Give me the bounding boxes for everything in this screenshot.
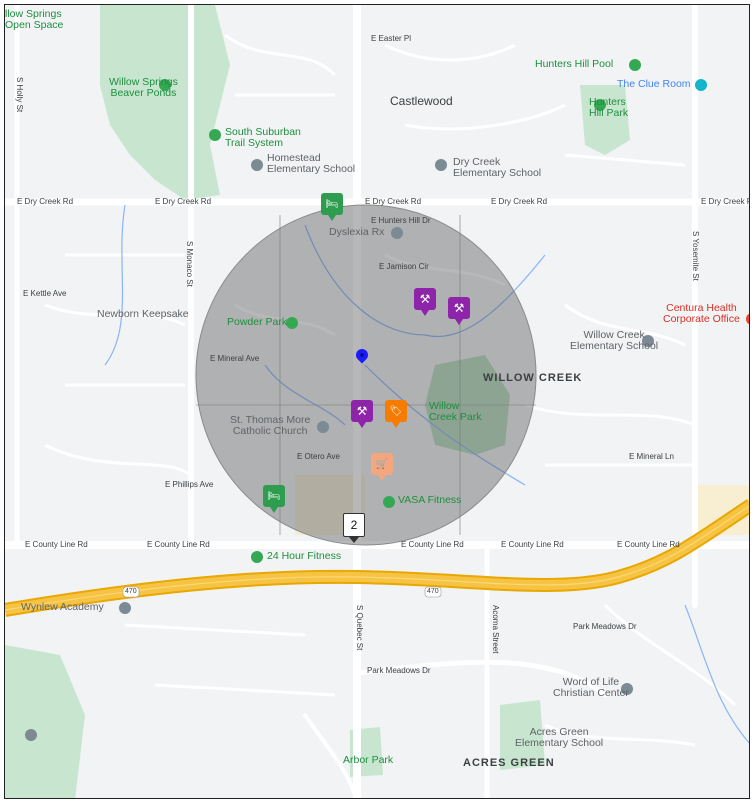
label-homestead-school: Homestead Elementary School bbox=[267, 152, 356, 175]
label-newborn-keepsake: Newborn Keepsake bbox=[97, 308, 189, 320]
label-hunters-hill-pool: Hunters Hill Pool bbox=[535, 58, 614, 70]
label-arbor-park: Arbor Park bbox=[343, 754, 394, 766]
park-open-space-sw bbox=[5, 645, 85, 798]
bed-icon: 🛏 bbox=[267, 490, 281, 502]
road-county-line-w: E County Line Rd bbox=[25, 540, 88, 549]
label-willow-springs: Willow Springs Beaver Ponds bbox=[109, 76, 178, 99]
label-st-thomas-more: St. Thomas More Catholic Church bbox=[230, 414, 311, 437]
lodging-marker-south[interactable]: 🛏 bbox=[263, 485, 285, 513]
label-open-space: llow Springs Open Space bbox=[5, 8, 64, 31]
highway-shield-c: 470 bbox=[427, 588, 439, 595]
road-mineral-ln: E Mineral Ln bbox=[629, 452, 674, 461]
road-park-meadows: Park Meadows Dr bbox=[367, 666, 431, 675]
cluster-count-badge[interactable]: 2 bbox=[343, 513, 365, 543]
label-castlewood: Castlewood bbox=[390, 94, 453, 108]
road-county-line-c: E County Line Rd bbox=[401, 540, 464, 549]
label-dyslexia-rx: Dyslexia Rx bbox=[329, 226, 385, 238]
road-kettle-ave: E Kettle Ave bbox=[23, 289, 67, 298]
road-hunters-hill-dr: E Hunters Hill Dr bbox=[371, 216, 431, 225]
road-dry-creek-e: E Dry Creek Rd bbox=[491, 197, 548, 206]
search-radius-circle bbox=[195, 204, 537, 546]
label-willow-creek: WILLOW CREEK bbox=[483, 372, 583, 384]
hammer-icon: ⚒ bbox=[356, 404, 368, 418]
label-willow-creek-park: Willow Creek Park bbox=[429, 400, 482, 423]
park-acres-green bbox=[500, 700, 545, 770]
hammer-icon: ⚒ bbox=[419, 292, 431, 306]
road-phillips-ave: E Phillips Ave bbox=[165, 480, 214, 489]
road-jamison-cir: E Jamison Cir bbox=[379, 262, 429, 271]
road-mineral-ave: E Mineral Ave bbox=[210, 354, 260, 363]
shopping-marker[interactable]: 🛒 bbox=[371, 453, 393, 481]
tag-icon: 🏷 bbox=[389, 405, 403, 417]
label-centura-health: Centura Health Corporate Office bbox=[663, 302, 740, 325]
label-willow-creek-school: Willow Creek Elementary School bbox=[570, 329, 659, 352]
label-word-of-life: Word of Life Christian Center bbox=[553, 676, 629, 699]
label-24-hour-fitness: 24 Hour Fitness bbox=[267, 550, 342, 562]
bed-icon: 🛏 bbox=[325, 198, 339, 210]
park-hunters-hill bbox=[580, 85, 630, 155]
label-powder-park: Powder Park bbox=[227, 316, 288, 328]
label-wynlew-academy: Wynlew Academy bbox=[21, 601, 104, 613]
hammer-icon: ⚒ bbox=[453, 301, 465, 315]
lodging-marker-north[interactable]: 🛏 bbox=[321, 193, 343, 221]
road-monaco-st: S Monaco St bbox=[185, 241, 194, 287]
road-county-line-mid: E County Line Rd bbox=[147, 540, 210, 549]
label-trail-system: South Suburban Trail System bbox=[225, 126, 301, 149]
road-dry-creek-mid: E Dry Creek Rd bbox=[155, 197, 212, 206]
highway-shield-w: 470 bbox=[125, 588, 137, 595]
road-easter-pl: E Easter Pl bbox=[371, 34, 412, 43]
label-hunters-hill-park: Hunters Hill Park bbox=[589, 96, 629, 119]
road-park-meadows-e: Park Meadows Dr bbox=[573, 622, 637, 631]
road-dry-creek-far: E Dry Creek Rd bbox=[701, 197, 749, 206]
map-frame[interactable]: Castlewood WILLOW CREEK ACRES GREEN llow… bbox=[4, 4, 750, 799]
road-otero-ave: E Otero Ave bbox=[297, 452, 340, 461]
road-holly-st: S Holly St bbox=[15, 77, 24, 113]
hardware-marker-1[interactable]: ⚒ bbox=[414, 288, 436, 316]
map-canvas[interactable] bbox=[5, 5, 750, 799]
road-acoma-st: Acoma Street bbox=[491, 605, 500, 654]
label-acres-green-school: Acres Green Elementary School bbox=[515, 726, 604, 749]
label-vasa-fitness: VASA Fitness bbox=[398, 494, 462, 506]
road-dry-creek-w: E Dry Creek Rd bbox=[17, 197, 74, 206]
road-yosemite-st: S Yosemite St bbox=[691, 231, 700, 281]
park-willow-springs bbox=[100, 5, 230, 200]
tag-marker[interactable]: 🏷 bbox=[385, 400, 407, 428]
road-dry-creek-c: E Dry Creek Rd bbox=[365, 197, 422, 206]
label-clue-room: The Clue Room bbox=[617, 78, 691, 90]
cart-icon: 🛒 bbox=[375, 458, 389, 470]
hardware-marker-3[interactable]: ⚒ bbox=[351, 400, 373, 428]
label-acres-green: ACRES GREEN bbox=[463, 757, 555, 769]
label-dry-creek-school: Dry Creek Elementary School bbox=[453, 156, 542, 179]
hardware-marker-2[interactable]: ⚒ bbox=[448, 297, 470, 325]
road-county-line-e: E County Line Rd bbox=[501, 540, 564, 549]
road-county-line-far: E County Line Rd bbox=[617, 540, 680, 549]
road-quebec-st: S Quebec St bbox=[355, 605, 364, 651]
